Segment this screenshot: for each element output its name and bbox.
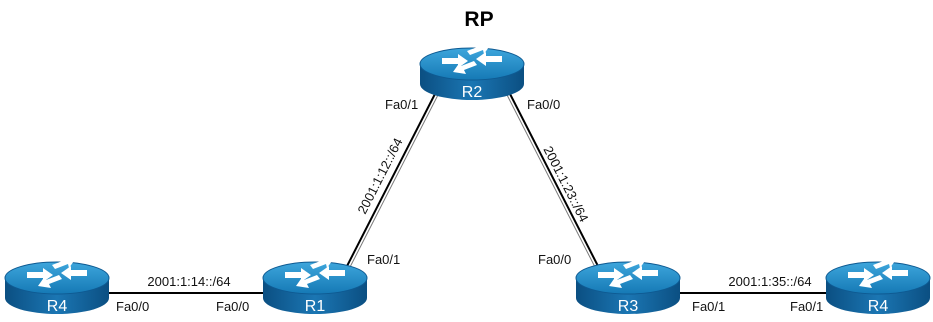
- router-icon: [825, 256, 931, 314]
- router-label-r4-left: R4: [47, 298, 68, 315]
- router-icon: [419, 42, 525, 100]
- iface-label-r1-fa01: Fa0/1: [367, 252, 400, 267]
- iface-label-r4-left-fa00: Fa0/0: [116, 299, 149, 314]
- router-icon: [4, 256, 110, 314]
- iface-label-r1-fa00: Fa0/0: [216, 299, 249, 314]
- subnet-label-r3-r4: 2001:1:35::/64: [728, 274, 811, 289]
- router-label-r3: R3: [618, 298, 639, 315]
- router-r3: R3: [575, 256, 681, 315]
- iface-label-r2-fa01: Fa0/1: [385, 97, 418, 112]
- link-r1-r2: [344, 89, 441, 272]
- router-icon: [262, 256, 368, 314]
- router-label-r2: R2: [462, 84, 483, 101]
- router-r2: R2: [419, 42, 525, 101]
- subnet-label-r2-r3: 2001:1:23::/64: [540, 144, 591, 225]
- subnet-label-r4-r1: 2001:1:14::/64: [147, 274, 230, 289]
- router-label-r1: R1: [305, 298, 326, 315]
- router-r4-left: R4: [4, 256, 110, 315]
- iface-label-r2-fa00: Fa0/0: [527, 97, 560, 112]
- iface-label-r4-right-fa01: Fa0/1: [790, 299, 823, 314]
- router-r4-right: R4: [825, 256, 931, 315]
- diagram-title: RP: [464, 8, 493, 31]
- router-icon: [575, 256, 681, 314]
- router-label-r4-right: R4: [868, 298, 889, 315]
- link-r2-r3: [504, 89, 601, 272]
- subnet-label-r1-r2: 2001:1:12::/64: [354, 136, 405, 217]
- router-r1: R1: [262, 256, 368, 315]
- iface-label-r3-fa00: Fa0/0: [538, 252, 571, 267]
- iface-label-r3-fa01: Fa0/1: [692, 299, 725, 314]
